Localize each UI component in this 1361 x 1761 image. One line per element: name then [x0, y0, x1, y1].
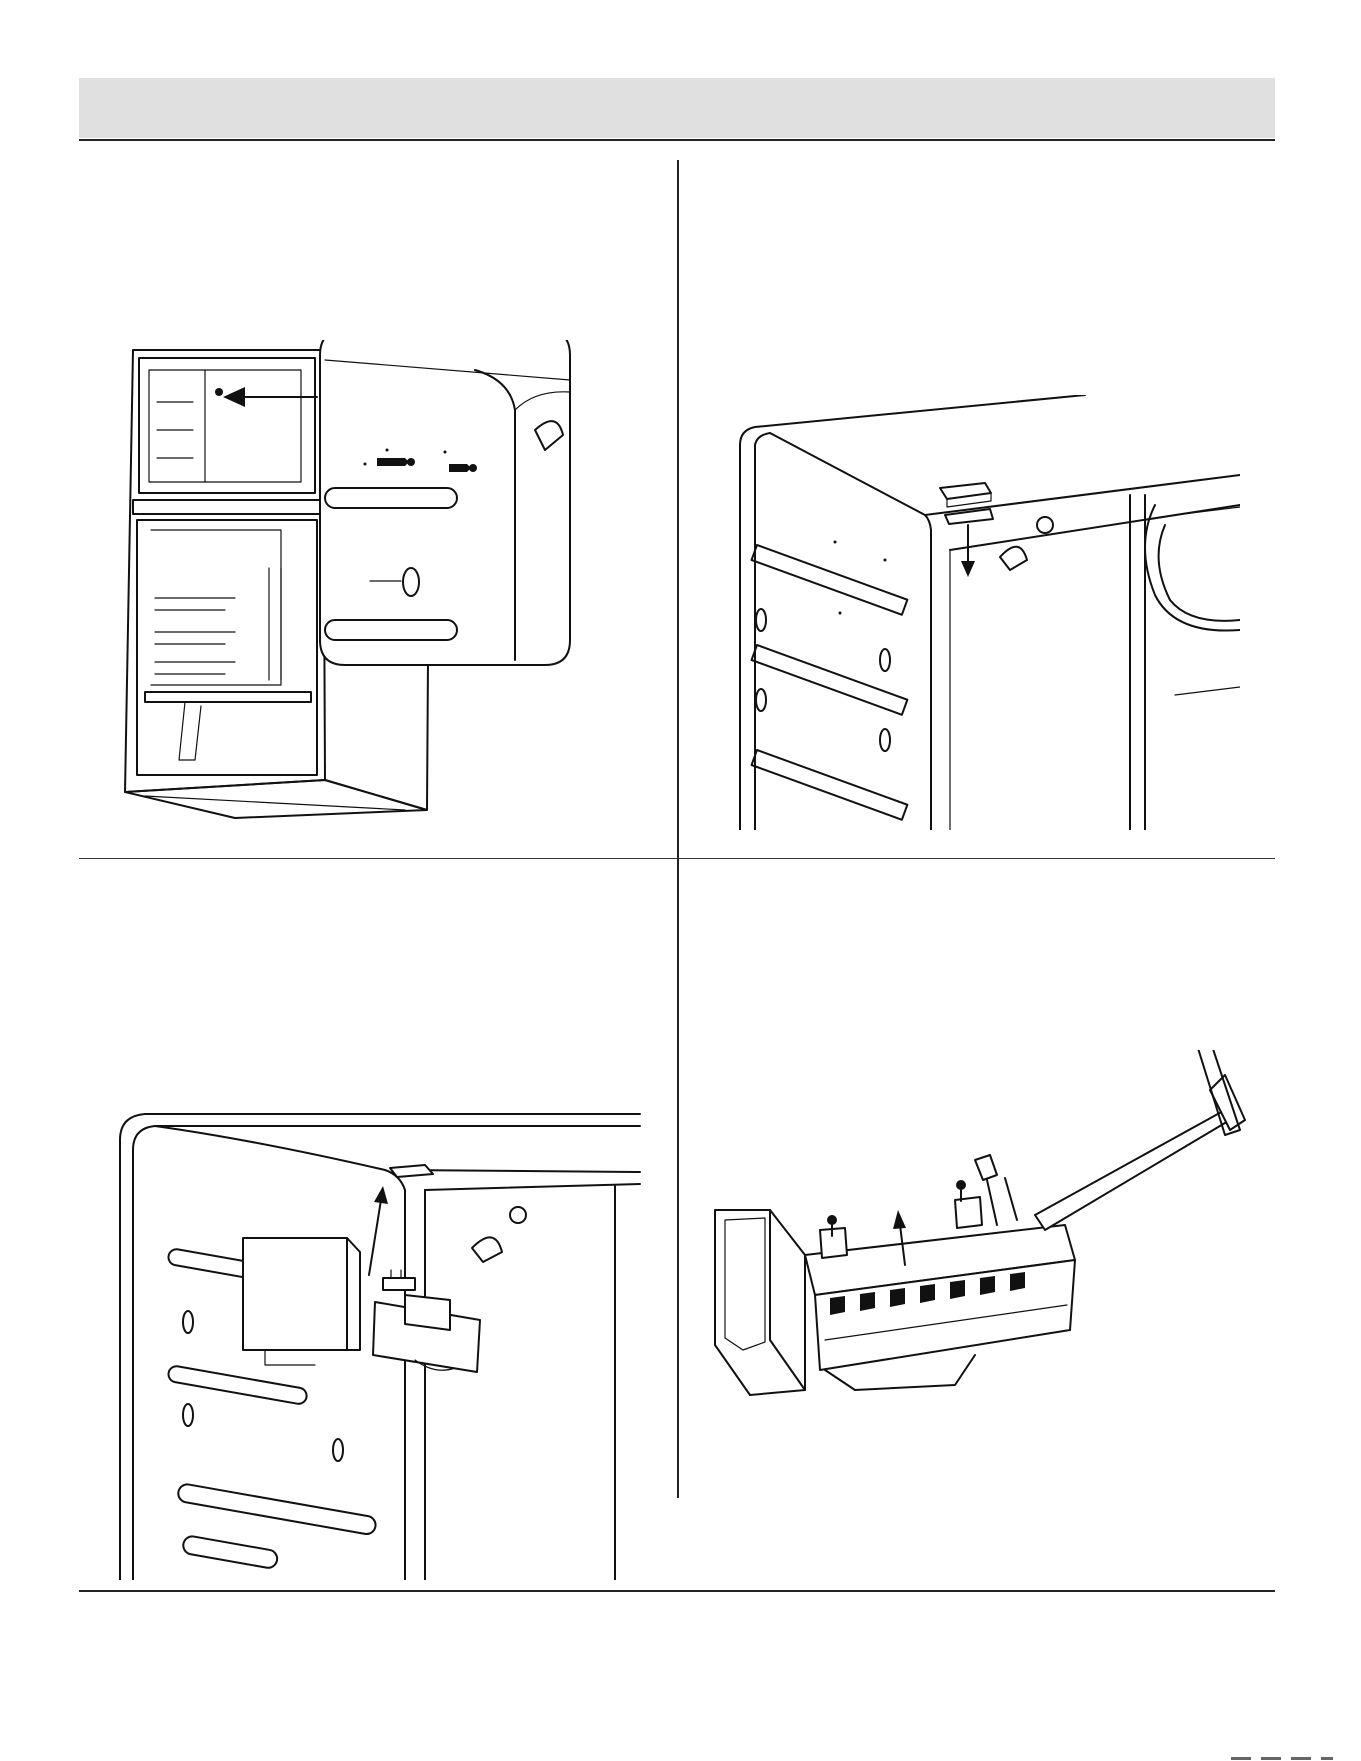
- header-band: [79, 78, 1275, 138]
- arrow-up-icon: [369, 1186, 388, 1275]
- column-divider-top: [677, 160, 679, 858]
- figure-1: [115, 340, 670, 820]
- screw-icon: [956, 1180, 966, 1201]
- footer-rule: [79, 1590, 1275, 1592]
- arrow-icon: [223, 387, 317, 407]
- figure-4: [705, 1050, 1280, 1410]
- screw-icon: [215, 388, 223, 396]
- screw-icon: [449, 464, 477, 472]
- figure-2: [735, 395, 1240, 830]
- figure-3: [115, 1110, 650, 1580]
- column-divider-bottom: [677, 858, 679, 1498]
- header-rule: [79, 139, 1275, 141]
- row-divider: [79, 858, 1275, 859]
- screw-icon: [377, 458, 415, 466]
- arrow-down-icon: [961, 525, 975, 577]
- bottom-edge-marks: [1231, 1752, 1341, 1761]
